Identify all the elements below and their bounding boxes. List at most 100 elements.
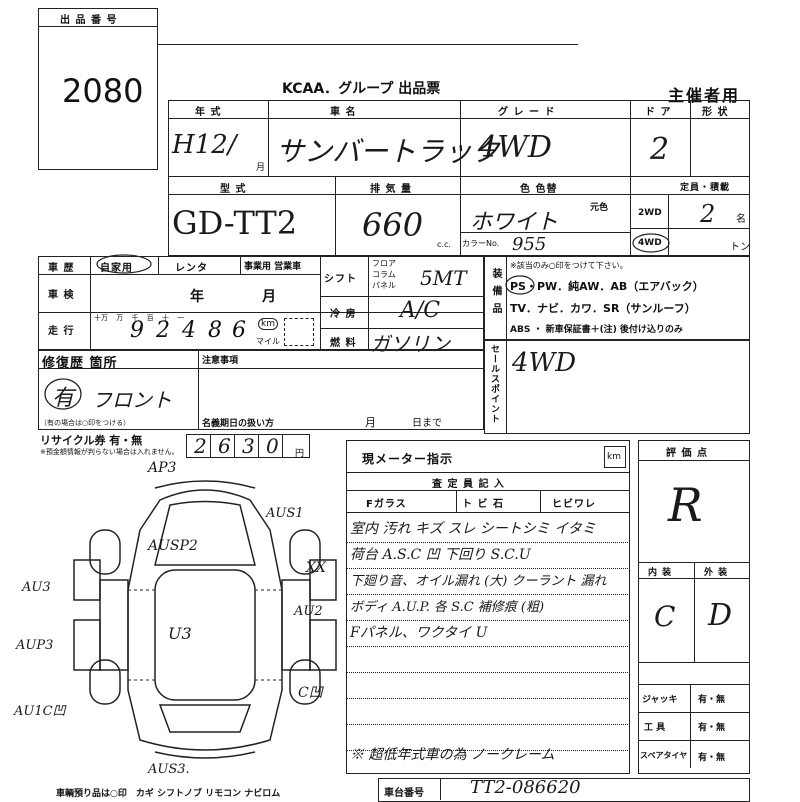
deadline-day: 日まで <box>412 418 442 429</box>
inspector-footer: ※ 超低年式車の為 ノークレーム <box>350 747 555 763</box>
capacity-value: 2 <box>700 200 716 228</box>
diagram-note-au1c: AU1C凹 <box>14 704 66 719</box>
exterior-value: D <box>708 598 733 633</box>
year-month-label: 月 <box>256 163 266 173</box>
history-business: 事業用 営業車 <box>244 262 302 272</box>
capacity-unit: 名 <box>736 214 746 225</box>
4wd-label: 4WD <box>638 238 662 248</box>
inspector-line-3: 下廻り音、オイル漏れ (大) クーラント 漏れ <box>350 574 607 589</box>
color-number-label: カラーNo. <box>462 239 500 248</box>
ac-value: A/C <box>400 298 441 323</box>
color-label: 色 色替 <box>520 184 558 195</box>
shift-value: 5MT <box>420 266 467 290</box>
fuel-value: ガソリン <box>370 332 450 356</box>
diagram-note-xx: XX <box>306 560 326 576</box>
mileage-label: 走 行 <box>48 326 75 337</box>
recycle-digit-4: 0 <box>266 434 279 458</box>
inspector-line-1: 室内 汚れ キズ スレ シートシミ イタミ <box>350 521 596 537</box>
diagram-note-u3: U3 <box>168 624 192 643</box>
shape-label: 形 状 <box>702 107 729 118</box>
door-label: ド ア <box>645 107 672 118</box>
footer-keys: 車輌預り品は○印 カギ シフトノブ リモコン ナビロム <box>56 789 281 799</box>
ac-label: 冷 房 <box>330 309 357 320</box>
mileage-mile: マイル <box>256 337 280 346</box>
crack-label: ヒビワレ <box>552 499 596 510</box>
displacement-unit: c.c. <box>437 240 451 249</box>
recycle-digit-2: 6 <box>218 434 231 458</box>
model-value: GD-TT2 <box>172 204 298 242</box>
exterior-label: 外 装 <box>704 568 729 578</box>
chassis-label: 車台番号 <box>384 788 424 799</box>
ps-circle-mark <box>505 275 535 295</box>
grade-value: 4WD <box>478 130 552 165</box>
capacity-label: 定員・積載 <box>680 183 731 193</box>
2wd-label: 2WD <box>638 208 662 218</box>
notice-label: 注意事項 <box>202 356 239 366</box>
displacement-value: 660 <box>362 206 424 244</box>
year-value: H12/ <box>172 130 237 160</box>
equipment-line-1: PS・PW．純AW．AB（エアバック） <box>510 280 704 293</box>
equipment-note: ※該当のみ○印をつけて下さい。 <box>510 261 628 270</box>
inspection-label: 車 検 <box>48 290 75 301</box>
spare-label: スペアタイヤ <box>640 751 688 760</box>
diagram-note-ap3: AP3 <box>148 460 177 476</box>
mileage-digit-2: 2 <box>156 318 170 343</box>
jack-option: 有・無 <box>698 695 726 705</box>
meter-unit: km <box>607 452 621 462</box>
car-name-value: サンバートラック <box>276 135 501 168</box>
interior-label: 内 装 <box>648 568 673 578</box>
fglass-label: Fガラス <box>366 499 407 510</box>
chip-label: ト ビ 石 <box>462 499 504 510</box>
spare-option: 有・無 <box>698 753 726 763</box>
diagram-note-c-dent: C凹 <box>298 685 323 701</box>
door-value: 2 <box>650 132 670 167</box>
recycle-label: リサイクル券 有・無 <box>40 434 143 447</box>
salespoint-label: セールスポイント <box>489 344 499 424</box>
rating-label: 評 価 点 <box>666 448 708 459</box>
chassis-value: TT2-086620 <box>470 777 581 798</box>
mileage-digit-4: 8 <box>208 318 222 343</box>
listing-number-box <box>38 8 158 170</box>
inspection-year: 年 <box>190 289 205 305</box>
repair-value: フロント <box>92 388 172 412</box>
repair-circle-mark <box>44 378 82 410</box>
diagram-note-aup3: AUP3 <box>16 638 54 653</box>
fuel-label: 燃 料 <box>330 338 357 349</box>
history-private: 自家用 <box>100 263 133 274</box>
diagram-note-aus3: AUS3. <box>148 762 190 777</box>
mileage-km: km <box>258 318 278 330</box>
displacement-label: 排 気 量 <box>370 184 412 195</box>
car-name-label: 車 名 <box>330 107 357 118</box>
color-value: ホワイト <box>470 210 559 235</box>
recycle-digit-1: 2 <box>194 434 207 458</box>
listing-number: 2080 <box>62 72 144 110</box>
model-label: 型 式 <box>220 184 247 195</box>
tool-option: 有・無 <box>698 723 726 733</box>
mileage-digit-5: 6 <box>232 318 246 343</box>
history-rental: レンタ <box>175 263 208 274</box>
shift-label: シフト <box>324 274 357 285</box>
equipment-line-3: ABS ・ 新車保証書＋(注) 後付け込りのみ <box>510 325 683 335</box>
mileage-digit-1: 9 <box>130 318 144 343</box>
shift-options: フロア コラム パネル <box>372 259 396 290</box>
recycle-note: ※預金額情報が判らない場合は入れません。 <box>40 448 179 456</box>
private-circle-mark <box>96 254 152 274</box>
inspector-label: 査 定 員 記 入 <box>432 479 505 490</box>
deadline-month: 月 <box>365 416 376 429</box>
mileage-digit-3: 4 <box>182 318 196 343</box>
history-label: 車 歴 <box>48 263 75 274</box>
repair-note: （有の場合は○印をつける） <box>40 419 131 427</box>
rating-value: R <box>668 478 703 532</box>
mileage-units: 十万 万 千 百 十 一 <box>94 314 185 322</box>
recycle-digit-3: 3 <box>242 434 255 458</box>
grade-label: グ レ ー ド <box>498 107 556 118</box>
diagram-note-au3: AU3 <box>22 580 51 595</box>
inspection-month: 月 <box>262 289 277 305</box>
color-number-value: 955 <box>512 234 547 255</box>
color-original-label: 元色 <box>590 203 609 213</box>
tool-label: 工 具 <box>644 723 666 733</box>
equipment-label: 装 備 品 <box>490 268 501 315</box>
deadline-label: 名義期日の扱い方 <box>202 419 275 429</box>
car-damage-diagram <box>73 480 337 759</box>
recycle-yen: 円 <box>295 449 305 459</box>
